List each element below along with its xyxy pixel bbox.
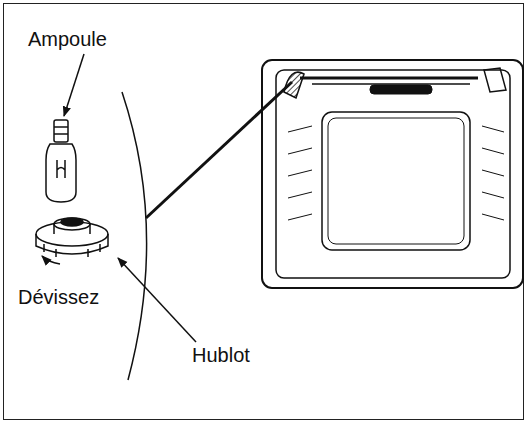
part-label: Hublot <box>192 344 250 366</box>
leader-line <box>118 258 196 342</box>
lens-cover <box>36 218 108 264</box>
leader-line <box>64 54 84 116</box>
frame <box>4 4 524 420</box>
zoom-arc <box>122 92 147 380</box>
instruction-label: Dévissez <box>18 286 99 308</box>
bulb <box>46 120 76 202</box>
zoom-pointer <box>146 82 292 218</box>
part-label: Ampoule <box>28 28 107 50</box>
oven-door <box>262 60 523 288</box>
